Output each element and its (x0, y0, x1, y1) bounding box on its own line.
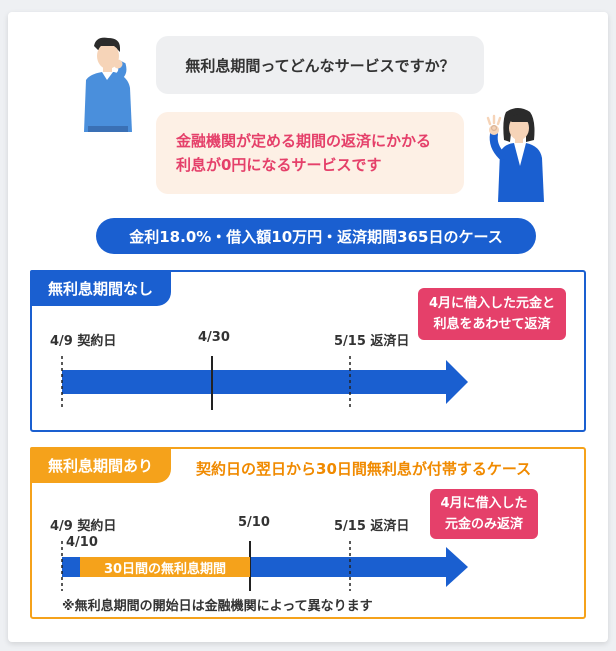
timeline-without (61, 356, 468, 410)
repayment-date-label: 5/15 返済日 (334, 334, 410, 349)
note-line-2: 元金のみ返済 (444, 517, 523, 532)
question-text: 無利息期間ってどんなサービスですか？ (185, 56, 455, 75)
note-line-2: 利息をあわせて返済 (433, 317, 551, 332)
note-line-1: 4月に借入した (440, 496, 528, 511)
note-line-1: 4月に借入した元金と (428, 296, 556, 311)
infographic-card: 無利息期間ってどんなサービスですか？ 金融機関が定める期間の返済にかかる 利息が… (8, 12, 608, 642)
answer-bubble: 金融機関が定める期間の返済にかかる 利息が0円になるサービスです (156, 112, 464, 194)
free-period-description: 契約日の翌日から30日間無利息が付帯するケース (196, 460, 532, 478)
panel-title-with: 無利息期間あり (30, 447, 172, 483)
thinking-man-icon (84, 37, 132, 132)
repayment-note-with: 4月に借入した 元金のみ返済 (430, 489, 538, 539)
timeline-arrow (62, 360, 468, 404)
free-end-date-label: 5/10 (238, 515, 270, 530)
contract-date-label: 4/9 契約日 (50, 519, 117, 534)
panel-title-with-text: 無利息期間あり (48, 456, 154, 475)
ok-sign-woman-icon (486, 108, 544, 202)
question-bubble: 無利息期間ってどんなサービスですか？ (156, 36, 484, 94)
case-conditions-pill: 金利18.0%・借入額10万円・返済期間365日のケース (96, 218, 536, 254)
panel-title-without: 無利息期間なし (30, 270, 172, 306)
free-period-label: 30日間の無利息期間 (103, 561, 227, 577)
answer-line-1: 金融機関が定める期間の返済にかかる (176, 132, 432, 150)
free-period-bar: 30日間の無利息期間 (80, 557, 250, 577)
panel-with-free-period: 無利息期間あり 契約日の翌日から30日間無利息が付帯するケース 4月に借入した … (30, 447, 586, 619)
panel-title-without-text: 無利息期間なし (48, 279, 154, 298)
repayment-date-label: 5/15 返済日 (334, 519, 410, 534)
mid-date-label: 4/30 (198, 330, 230, 345)
free-start-date-label: 4/10 (66, 535, 98, 550)
repayment-note-without: 4月に借入した元金と 利息をあわせて返済 (418, 288, 566, 340)
contract-date-label: 4/9 契約日 (50, 334, 117, 349)
panel-without-free-period: 無利息期間なし 4月に借入した元金と 利息をあわせて返済 4/9 契約日 4/3… (30, 270, 586, 432)
answer-line-2: 利息が0円になるサービスです (176, 156, 382, 174)
footnote: ※無利息期間の開始日は金融機関によって異なります (62, 599, 373, 614)
case-conditions-text: 金利18.0%・借入額10万円・返済期間365日のケース (129, 227, 503, 246)
